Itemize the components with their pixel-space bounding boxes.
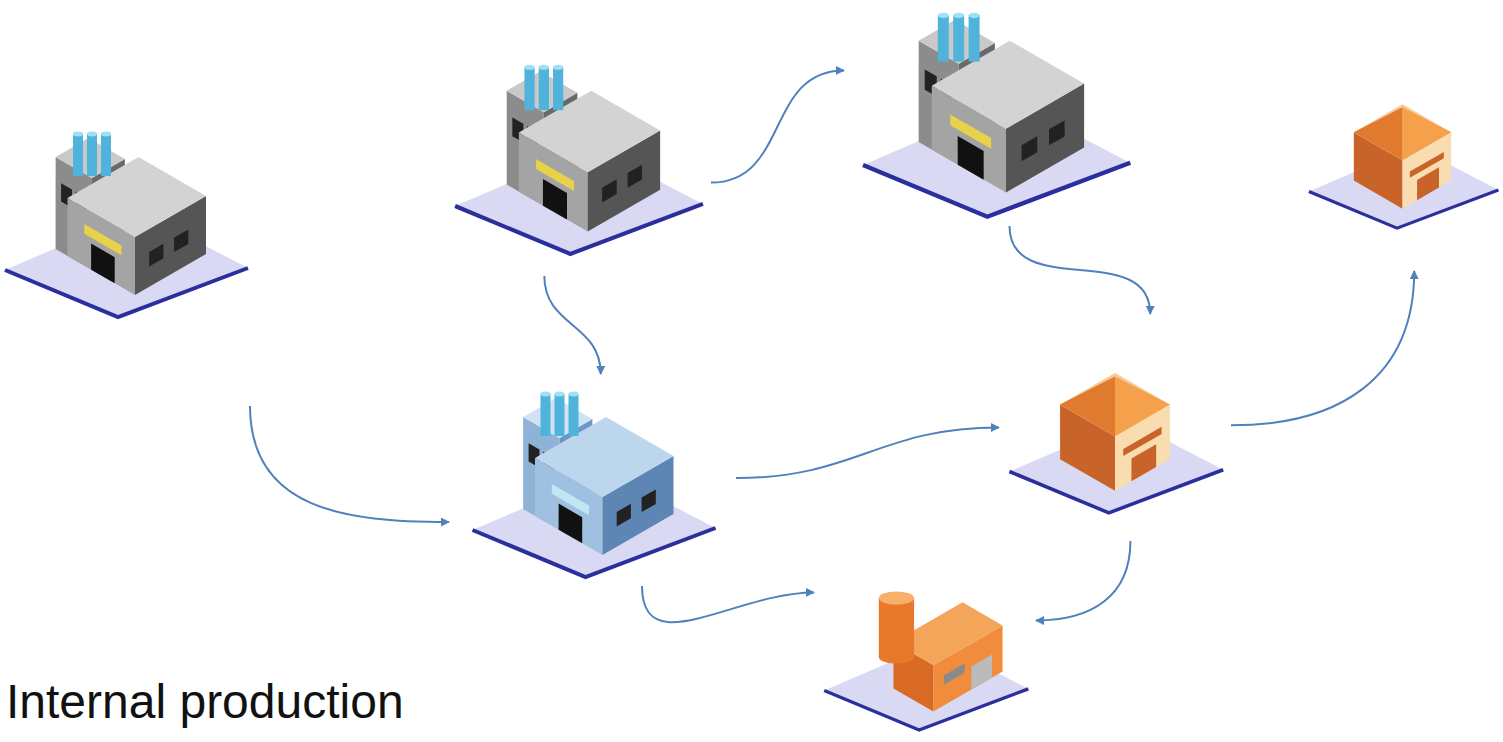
flow-arrow [250, 406, 449, 522]
building-icon [1305, 40, 1500, 265]
factory-icon [850, 0, 1140, 220]
icon-drawing [1305, 40, 1500, 265]
flow-arrow [711, 70, 844, 182]
icon-drawing [0, 40, 250, 400]
flow-arrow [544, 276, 600, 374]
icon-drawing [450, 40, 705, 270]
icon-drawing [455, 380, 730, 580]
building-icon [820, 555, 1030, 742]
flow-arrow [1231, 271, 1414, 425]
factory-icon [450, 40, 705, 270]
flow-arrow [1036, 541, 1130, 620]
flow-arrow [736, 428, 999, 479]
icon-drawing [850, 0, 1140, 220]
flow-arrow [642, 586, 814, 622]
factory-icon [0, 40, 250, 400]
factory-icon [455, 380, 730, 580]
building-icon [1005, 320, 1225, 535]
icon-drawing [1005, 320, 1225, 535]
flow-arrow [1010, 226, 1151, 314]
caption-label: Internal production [6, 674, 404, 729]
icon-drawing [820, 555, 1030, 742]
